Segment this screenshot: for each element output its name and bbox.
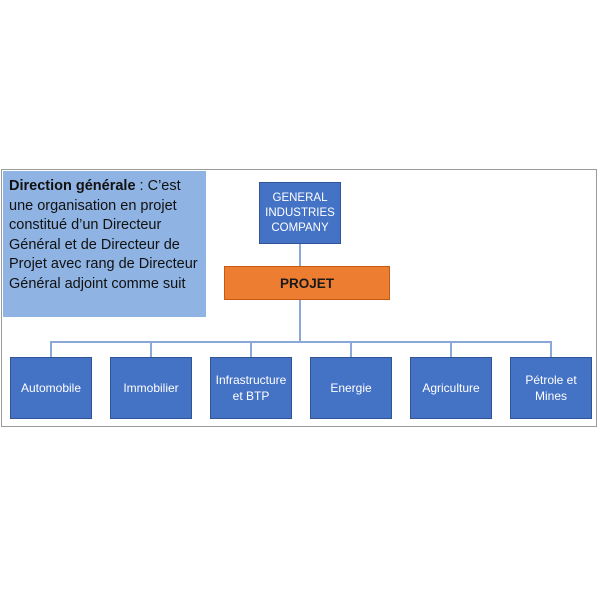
connector-root-to-project [299, 244, 301, 266]
connector-project-down [299, 300, 301, 342]
child-node-infrastructure-btp: Infrastructure et BTP [210, 357, 292, 419]
project-node: PROJET [224, 266, 390, 300]
description-note: Direction générale : C’est une organisat… [3, 171, 206, 317]
note-lead: Direction générale [9, 178, 136, 194]
root-node: GENERAL INDUSTRIES COMPANY [259, 182, 341, 244]
connector-child-1 [50, 341, 52, 357]
connector-child-2 [150, 341, 152, 357]
note-body: : C’est une organisation en projet const… [9, 178, 198, 292]
child-node-petrole-mines: Pétrole et Mines [510, 357, 592, 419]
child-node-immobilier: Immobilier [110, 357, 192, 419]
connector-child-4 [350, 341, 352, 357]
child-node-automobile: Automobile [10, 357, 92, 419]
connector-child-3 [250, 341, 252, 357]
connector-child-5 [450, 341, 452, 357]
child-node-energie: Energie [310, 357, 392, 419]
child-node-agriculture: Agriculture [410, 357, 492, 419]
connector-child-6 [550, 341, 552, 357]
connector-horizontal-bus [50, 341, 552, 343]
